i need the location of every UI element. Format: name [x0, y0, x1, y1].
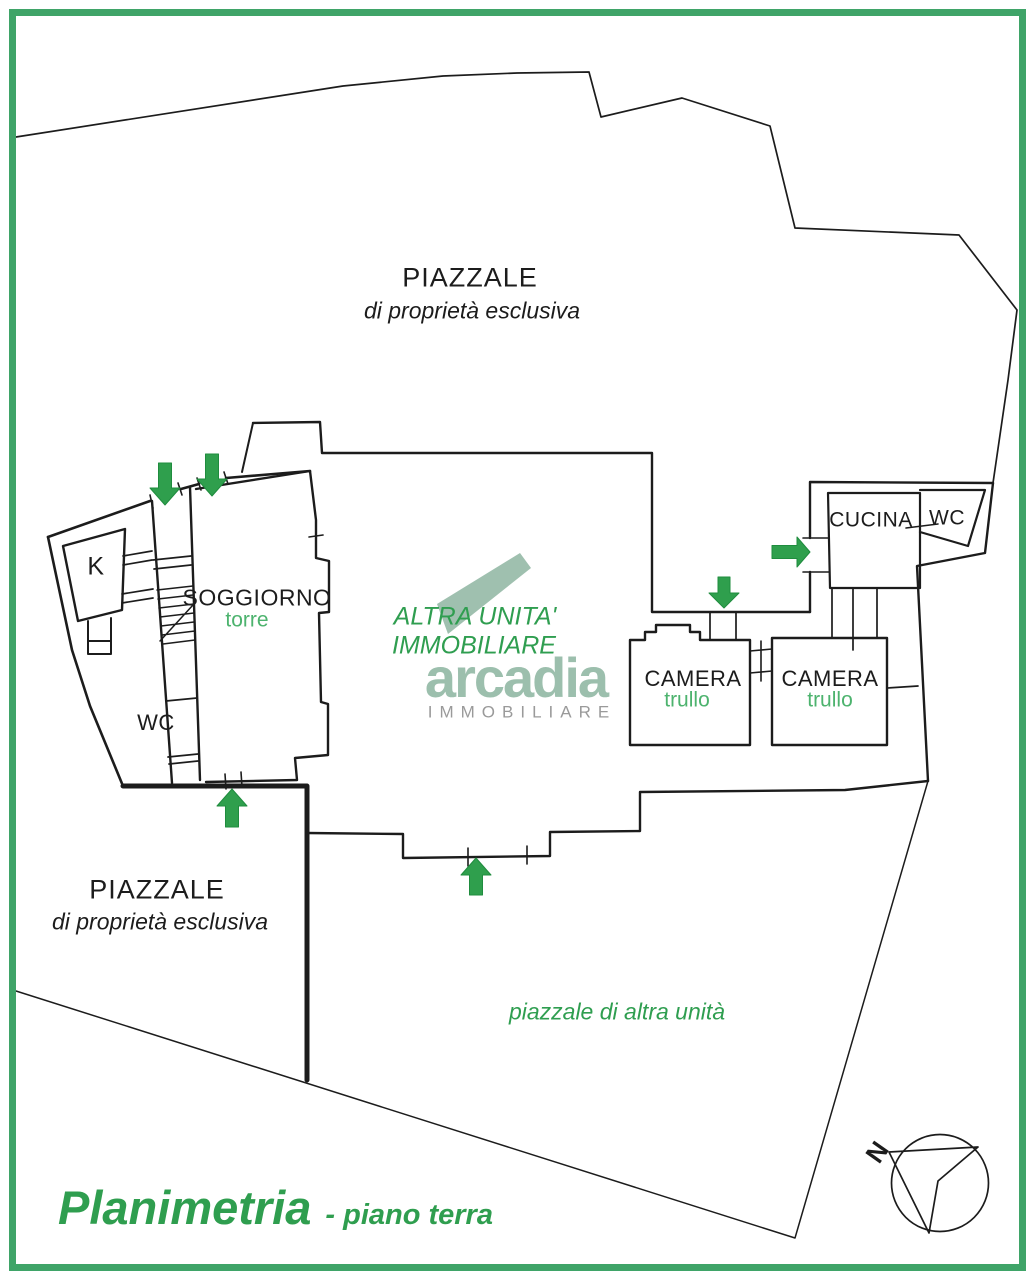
room-wc-right-walls — [918, 488, 987, 548]
outer-wall-east — [915, 481, 995, 783]
room-camera-east-type: trullo — [807, 688, 853, 712]
room-camera-east-walls — [770, 636, 889, 747]
altra-unita-line1: ALTRA UNITA' — [393, 602, 557, 631]
entrance-wall — [46, 469, 312, 539]
room-cucina-label: CUCINA — [829, 508, 913, 532]
entrance-arrow-down-icon — [196, 453, 228, 497]
piazzale-top-title: PIAZZALE — [402, 262, 538, 293]
room-soggiorno-type: torre — [225, 608, 269, 632]
central-unit-north-walls — [251, 420, 812, 614]
room-soggiorno-label: SOGGIORNO — [182, 584, 332, 611]
room-k-label: K — [87, 552, 105, 581]
piazzale-bottom-title: PIAZZALE — [89, 874, 225, 905]
arcadia-brand-watermark: arcadia — [424, 646, 609, 709]
piazzale-top-subtitle: di proprietà esclusiva — [363, 297, 581, 324]
north-compass-icon — [890, 1133, 990, 1233]
room-camera-west-type: trullo — [664, 688, 710, 712]
cucina-wc-door-tick — [905, 523, 939, 529]
camera-west-connector — [709, 611, 737, 641]
entrance-arrow-right-icon — [771, 536, 811, 568]
page-title: Planimetria - piano terra — [58, 1180, 493, 1235]
central-unit-notch — [241, 422, 254, 473]
cucina-camera-connector — [831, 587, 878, 651]
entrance-arrow-down-icon — [708, 576, 740, 609]
south-entrance-door-ticks — [467, 845, 528, 867]
room-camera-west-label: CAMERA — [644, 666, 742, 691]
soggiorno-door-ticks — [224, 534, 324, 790]
stairs — [156, 585, 196, 645]
room-k-walls — [61, 527, 127, 623]
compass-needle — [888, 1146, 979, 1234]
camera-east-wall-tick — [886, 685, 919, 689]
kitchen-door-jambs — [802, 537, 830, 573]
room-camera-east-label: CAMERA — [781, 666, 879, 691]
outer-wall-west — [46, 535, 125, 788]
corridor-walls — [150, 485, 202, 785]
property-division-line — [120, 783, 310, 1083]
room-cucina-walls — [826, 491, 922, 590]
parcel-boundary-south — [15, 780, 929, 1239]
room-k-door-lines — [121, 550, 154, 604]
central-unit-south-walls — [305, 779, 930, 860]
room-wc-right-label: WC — [929, 506, 965, 530]
room-k-annex — [87, 617, 112, 655]
altra-unita-line2: IMMOBILIARE — [392, 631, 556, 660]
entrance-arrow-up-icon — [216, 788, 248, 828]
page-title-sub: - piano terra — [325, 1199, 493, 1231]
page-title-main: Planimetria — [58, 1181, 312, 1234]
entrance-arrow-up-icon — [460, 857, 492, 896]
room-soggiorno-walls — [194, 469, 331, 784]
room-camera-west-walls — [628, 623, 752, 747]
entrance-arrow-down-icon — [149, 462, 181, 506]
room-wc-left-label: WC — [137, 710, 175, 735]
arcadia-brand-subtitle: IMMOBILIARE — [427, 702, 617, 722]
kitchen-block-walls — [808, 480, 995, 614]
parcel-boundary-north — [15, 71, 1018, 484]
piazzale-bottom-subtitle: di proprietà esclusiva — [51, 908, 269, 935]
piazzale-altra-unita-label: piazzale di altra unità — [508, 998, 726, 1025]
camera-passage-lines — [749, 640, 773, 682]
corridor-landing-lines — [152, 555, 192, 570]
arcadia-logo-stripe-icon — [437, 553, 531, 634]
wc-left-walls — [165, 697, 199, 765]
